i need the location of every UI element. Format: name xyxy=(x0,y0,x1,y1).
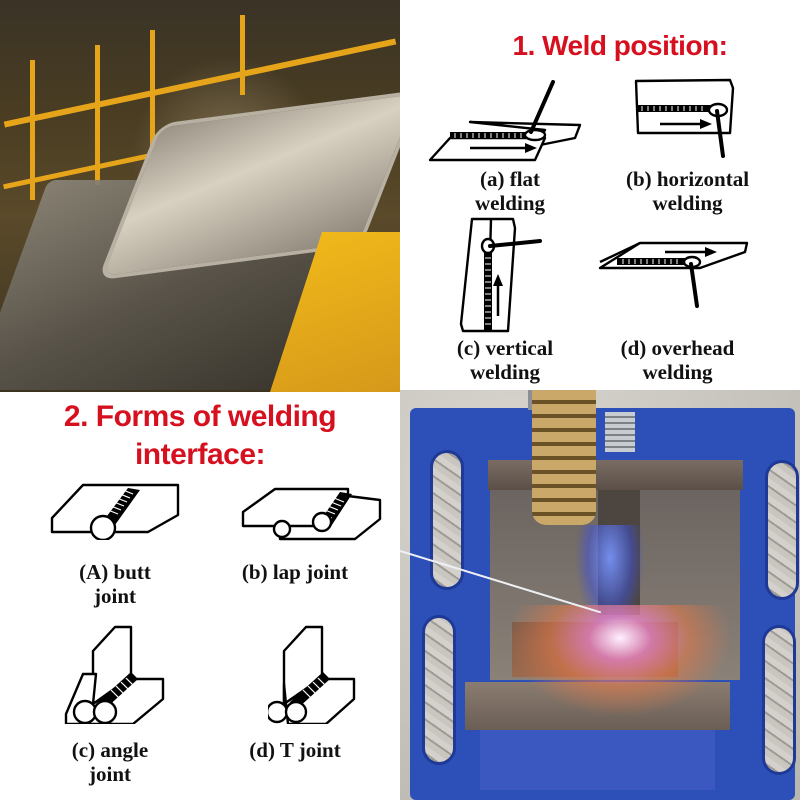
yellow-post xyxy=(240,15,245,95)
horizontal-welding-icon xyxy=(634,78,735,158)
yellow-post xyxy=(150,30,155,150)
weld-position-title: 1. Weld position: xyxy=(512,30,728,61)
weld-glow xyxy=(510,605,730,715)
overhead-welding-icon xyxy=(598,241,749,308)
caption-overhead: (d) overhead welding xyxy=(620,336,735,384)
vise-slot xyxy=(762,625,796,775)
caption-t-joint: (d) T joint xyxy=(249,738,341,762)
torch-welding-photo xyxy=(400,390,800,800)
caption-horizontal: (b) horizontal welding xyxy=(625,167,750,215)
butt-joint-icon xyxy=(50,483,180,540)
torch-nozzle xyxy=(532,390,596,525)
yellow-post xyxy=(30,60,35,200)
caption-vertical: (c) vertical welding xyxy=(456,336,554,384)
welding-interface-panel: 2. Forms of welding interface: (A) butt … xyxy=(0,392,400,800)
vertical-welding-icon xyxy=(459,217,542,333)
flat-welding-icon xyxy=(428,80,582,162)
factory-photo xyxy=(0,0,400,392)
yellow-post xyxy=(95,45,100,185)
t-joint-icon xyxy=(268,625,356,724)
vise-slot xyxy=(765,460,799,600)
upper-jaw xyxy=(488,460,743,490)
caption-angle-joint: (c) angle joint xyxy=(71,738,149,786)
vise-screw xyxy=(605,412,635,452)
caption-flat: (a) flat welding xyxy=(474,167,545,215)
vise-slot xyxy=(422,615,456,765)
caption-butt-joint: (A) butt joint xyxy=(79,560,151,608)
vise-base xyxy=(480,730,715,790)
welding-interface-title: 2. Forms of welding interface: xyxy=(63,400,337,471)
angle-joint-icon xyxy=(64,625,165,724)
weld-position-panel: 1. Weld position: (a) flat welding xyxy=(400,0,800,390)
caption-lap-joint: (b) lap joint xyxy=(241,560,349,584)
lap-joint-icon xyxy=(241,487,382,541)
